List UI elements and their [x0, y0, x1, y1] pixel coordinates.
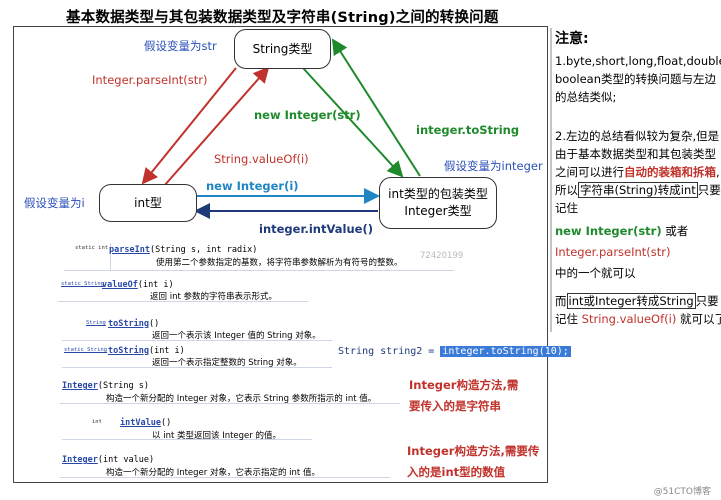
- api-row-tostring-int: static String toString(int i) 返回一个表示指定整数…: [62, 344, 332, 368]
- api-description: 构造一个新分配的 Integer 对象，它表示指定的 int 值。: [106, 468, 320, 478]
- notes-line: 由于基本数据类型和其包装类型: [555, 147, 716, 161]
- api-method-link[interactable]: intValue: [120, 418, 161, 428]
- notes-line: 1.byte,short,long,float,double,: [555, 54, 721, 68]
- node-integer-label-2: Integer类型: [404, 204, 472, 218]
- notes-line: 记住 String.valueOf(i) 就可以了: [555, 310, 721, 328]
- notes-text: ,: [716, 165, 720, 179]
- code-highlight: integer.toString(10);: [440, 346, 571, 357]
- notes-boxed-text: int或Integer转成String: [566, 293, 696, 309]
- api-params: (String s, int radix): [149, 245, 258, 255]
- node-integer-label-1: int类型的包装类型: [388, 187, 488, 201]
- api-row-integer-int: Integer(int value) 构造一个新分配的 Integer 对象，它…: [60, 454, 390, 478]
- notes-text: 只要: [697, 183, 721, 197]
- notes-text: 或者: [665, 224, 689, 238]
- notes-text: 只要: [695, 294, 719, 308]
- node-integer: int类型的包装类型 Integer类型: [379, 177, 497, 229]
- notes-boxed-text: 字符串(String)转成int: [578, 182, 698, 198]
- faint-watermark: 72420199: [420, 251, 464, 261]
- notes-line: 的总结类似;: [555, 90, 617, 104]
- api-params: (String s): [97, 381, 150, 391]
- arrow-new-integer-str: [302, 67, 404, 178]
- notes-paragraph-2: 2.左边的总结看似较为复杂,但是 由于基本数据类型和其包装类型 之间可以进行自动…: [555, 127, 721, 282]
- notes-heading: 注意:: [555, 31, 589, 47]
- note-line: Integer构造方法,需: [409, 378, 519, 392]
- notes-line: 2.左边的总结看似较为复杂,但是: [555, 129, 720, 143]
- node-int: int型: [99, 184, 197, 222]
- label-assume-i: 假设变量为i: [24, 196, 85, 210]
- notes-line: boolean类型的转换问题与左边: [555, 72, 716, 86]
- label-integer-intvalue: integer.intValue(): [259, 222, 373, 236]
- api-description: 以 int 类型返回该 Integer 的值。: [152, 431, 281, 441]
- notes-line: 中的一个就可以: [555, 266, 636, 280]
- note-int-constructor: Integer构造方法,需要传 入的是int型的数值: [407, 441, 539, 483]
- site-watermark: @51CTO博客: [653, 487, 711, 497]
- code-prefix: String string2 =: [338, 346, 441, 357]
- notes-red-text: Integer.parseInt(str): [555, 245, 671, 259]
- node-string-label: String类型: [252, 41, 313, 56]
- api-method-link[interactable]: Integer: [62, 381, 98, 391]
- label-assume-integer: 假设变量为integer: [444, 159, 543, 173]
- api-description: 返回一个表示指定整数的 String 对象。: [152, 358, 302, 368]
- note-string-constructor: Integer构造方法,需 要传入的是字符串: [409, 375, 518, 417]
- api-description: 返回一个表示该 Integer 值的 String 对象。: [152, 331, 321, 341]
- arrow-integer-tostring: [331, 38, 421, 177]
- notes-text: 就可以了: [679, 312, 721, 326]
- notes-red-text: 自动的装箱和拆箱: [624, 165, 716, 179]
- notes-text: 之间可以进行: [555, 165, 624, 179]
- notes-paragraph-1: 1.byte,short,long,float,double, boolean类…: [555, 52, 721, 106]
- notes-red-text: String.valueOf(i): [581, 312, 677, 326]
- api-row-intvalue: int intValue() 以 int 类型返回该 Integer 的值。: [62, 416, 312, 441]
- api-method-link[interactable]: toString: [108, 319, 149, 329]
- api-row-parseint: static int parseInt(String s, int radix)…: [64, 243, 454, 271]
- label-assume-str: 假设变量为str: [144, 39, 217, 53]
- api-divider: [110, 243, 111, 270]
- api-description: 返回 int 参数的字符串表示形式。: [150, 292, 277, 302]
- api-modifier: String: [86, 320, 106, 326]
- arrow-parseint: [141, 67, 237, 185]
- label-parseint: Integer.parseInt(str): [92, 73, 208, 87]
- api-method-link[interactable]: toString: [108, 346, 149, 356]
- api-description: 使用第二个参数指定的基数，将字符串参数解析为有符号的整数。: [156, 258, 403, 268]
- notes-line: new Integer(str) 或者: [555, 222, 721, 240]
- notes-text: 而: [555, 294, 567, 308]
- node-string: String类型: [234, 29, 331, 69]
- code-snippet: String string2 = integer.toString(10);: [338, 344, 571, 360]
- api-row-tostring: String toString() 返回一个表示该 Integer 值的 Str…: [62, 317, 332, 341]
- notes-line: 之间可以进行自动的装箱和拆箱,: [555, 163, 721, 181]
- label-string-valueof: String.valueOf(i): [214, 152, 309, 166]
- api-params: (): [148, 319, 160, 329]
- api-method-link[interactable]: parseInt: [109, 245, 150, 255]
- api-description: 构造一个新分配的 Integer 对象，它表示 String 参数所指示的 in…: [106, 394, 377, 404]
- api-method-link[interactable]: Integer: [62, 455, 98, 465]
- api-params: (int i): [137, 280, 174, 290]
- api-method-link[interactable]: valueOf: [102, 280, 138, 290]
- api-row-integer-string: Integer(String s) 构造一个新分配的 Integer 对象，它表…: [60, 380, 400, 404]
- label-integer-tostring: integer.toString: [416, 123, 520, 137]
- notes-text: 所以: [555, 183, 578, 197]
- api-modifier: static String: [61, 281, 105, 287]
- note-line: 入的是int型的数值: [407, 465, 506, 479]
- label-new-integer-str: new Integer(str): [254, 108, 361, 122]
- note-line: Integer构造方法,需要传: [407, 444, 540, 458]
- notes-text: 记住: [555, 312, 578, 326]
- arrow-valueof: [163, 66, 270, 187]
- api-modifier: static String: [64, 347, 108, 353]
- api-params: (int value): [97, 455, 155, 465]
- notes-line: 记住: [555, 201, 578, 215]
- api-params: (): [160, 418, 172, 428]
- note-line: 要传入的是字符串: [409, 399, 501, 413]
- page-title: 基本数据类型与其包装数据类型及字符串(String)之间的转换问题: [66, 10, 499, 26]
- label-new-integer-i: new Integer(i): [206, 179, 299, 193]
- api-row-valueof: static String valueOf(int i) 返回 int 参数的字…: [58, 278, 308, 302]
- diagram-frame: [13, 26, 548, 483]
- api-params: (int i): [148, 346, 185, 356]
- api-modifier: int: [92, 419, 102, 425]
- api-modifier: static int: [75, 245, 109, 251]
- node-int-label: int型: [134, 195, 162, 210]
- notes-green-text: new Integer(str): [555, 224, 662, 238]
